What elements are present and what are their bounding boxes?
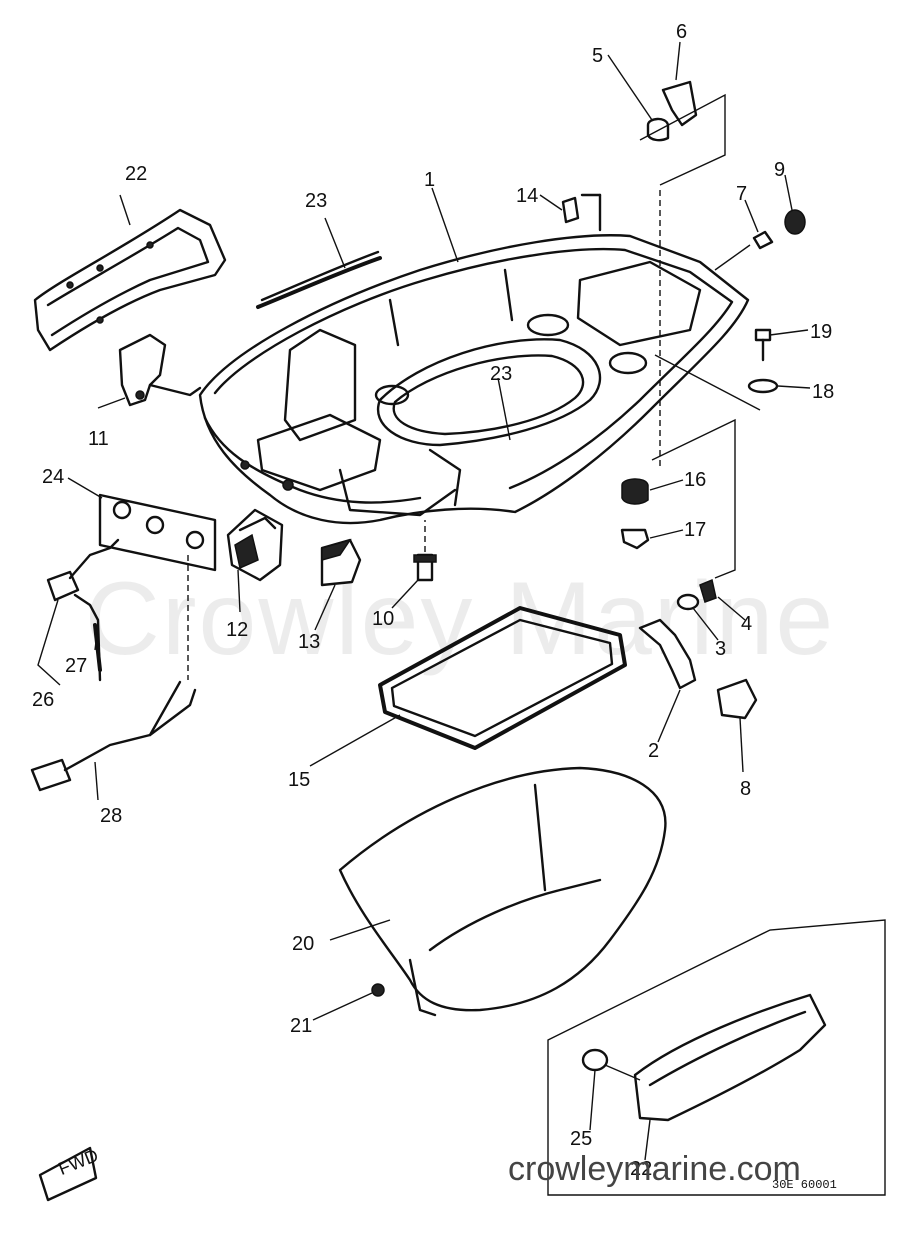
bolt-washer-part — [654, 328, 779, 411]
label-part-22: 22 — [125, 163, 147, 185]
label-part-19: 19 — [810, 321, 832, 343]
cap-part — [320, 538, 362, 587]
label-part-22-inset: 22 — [630, 1158, 652, 1180]
switch-part — [226, 508, 284, 582]
watermark-text: Crowley Marine — [84, 561, 836, 677]
label-part-4: 4 — [741, 613, 752, 635]
label-part-1: 1 — [424, 169, 435, 191]
label-part-16: 16 — [684, 469, 706, 491]
side-cover-part — [33, 208, 227, 352]
label-part-23-center: 23 — [490, 363, 512, 385]
fwd-arrow-box — [38, 1146, 98, 1202]
model-code: 30E 60001 — [772, 1178, 837, 1192]
label-part-20: 20 — [292, 933, 314, 955]
label-part-8: 8 — [740, 778, 751, 800]
label-part-27: 27 — [65, 655, 87, 677]
label-part-5: 5 — [592, 45, 603, 67]
label-part-15: 15 — [288, 769, 310, 791]
label-part-21: 21 — [290, 1015, 312, 1037]
leader-lines — [37, 41, 811, 1161]
bolt-part — [413, 520, 437, 582]
plate-part — [98, 493, 217, 572]
label-part-9: 9 — [774, 159, 785, 181]
site-url: crowleymarine.com — [508, 1150, 801, 1188]
grommet-collar-part — [620, 418, 736, 579]
bottom-cowling-part — [198, 234, 750, 525]
grommet-part — [561, 193, 602, 232]
label-part-3: 3 — [715, 638, 726, 660]
sensor-part — [46, 538, 120, 682]
seal-strip-part — [256, 250, 382, 309]
label-part-23: 23 — [305, 190, 327, 212]
part-labels: 1 2 3 4 5 6 7 8 9 10 11 12 13 14 15 16 1… — [32, 21, 834, 1180]
label-part-7: 7 — [736, 183, 747, 205]
label-part-2: 2 — [648, 740, 659, 762]
label-part-18: 18 — [812, 381, 834, 403]
stay-part — [639, 80, 726, 470]
label-part-25: 25 — [570, 1128, 592, 1150]
label-part-11: 11 — [88, 428, 109, 450]
label-part-10: 10 — [372, 608, 394, 630]
label-part-26: 26 — [32, 689, 54, 711]
label-part-13: 13 — [298, 631, 320, 653]
label-part-14: 14 — [516, 185, 538, 207]
nut-part — [714, 209, 806, 271]
seal-ring-part — [378, 606, 627, 750]
label-part-28: 28 — [100, 805, 122, 827]
bracket-part — [118, 333, 202, 407]
label-part-6: 6 — [676, 21, 687, 43]
label-part-17: 17 — [684, 519, 706, 541]
screw-part — [371, 983, 385, 997]
label-part-24: 24 — [42, 466, 64, 488]
lower-apron-part — [338, 766, 667, 1017]
inset-detail — [547, 919, 886, 1196]
cable-part — [30, 555, 197, 792]
label-part-12: 12 — [226, 619, 248, 641]
fuel-connector-part — [638, 578, 758, 720]
